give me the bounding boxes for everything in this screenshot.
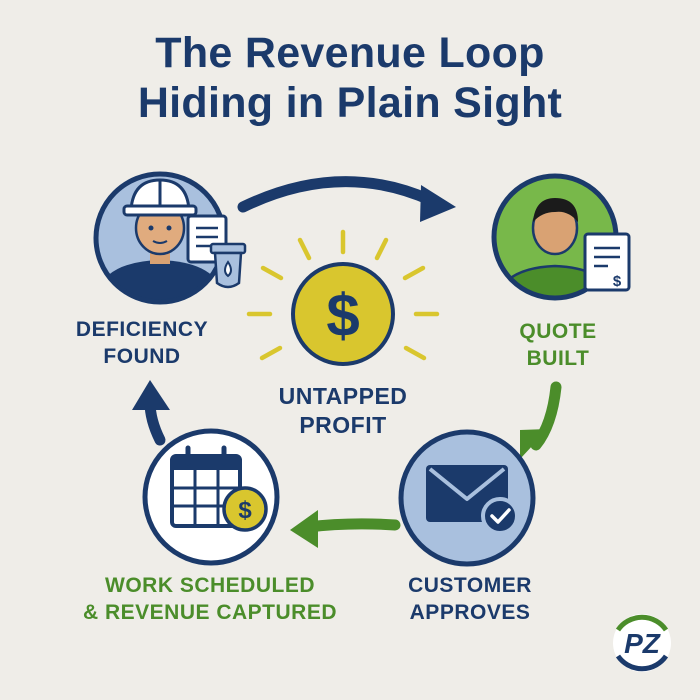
step-label-customer-approves: CUSTOMER APPROVES bbox=[408, 574, 532, 624]
person-quote-icon: $ bbox=[491, 173, 631, 301]
logo-text: PZ bbox=[624, 628, 661, 659]
pz-logo: PZ bbox=[613, 614, 671, 672]
technician-icon bbox=[93, 171, 247, 305]
page-title: The Revenue Loop Hiding in Plain Sight bbox=[0, 28, 700, 128]
calendar-coin-icon: $ bbox=[142, 428, 280, 566]
title-line-1: The Revenue Loop bbox=[155, 29, 545, 77]
gold-coin-icon: $ bbox=[291, 262, 395, 366]
coin-dollar-symbol: $ bbox=[326, 282, 359, 349]
quote-document-icon: $ bbox=[583, 232, 631, 292]
calendar-coin-dollar-symbol: $ bbox=[238, 497, 252, 524]
sun-rays bbox=[246, 229, 440, 361]
quote-dollar-symbol: $ bbox=[613, 273, 622, 290]
arrow-quote-to-approves bbox=[520, 381, 562, 459]
center-label-untapped-profit: UNTAPPED PROFIT bbox=[278, 383, 408, 438]
envelope-check-icon bbox=[398, 429, 536, 567]
step-label-quote-built: QUOTE BUILT bbox=[519, 320, 597, 370]
step-label-work-scheduled: WORK SCHEDULED & REVENUE CAPTURED bbox=[82, 574, 338, 624]
arrow-found-to-quote bbox=[237, 176, 456, 222]
sprinkler-icon bbox=[209, 242, 247, 289]
title-line-2: Hiding in Plain Sight bbox=[137, 79, 563, 127]
arrow-scheduled-to-found bbox=[132, 380, 170, 446]
arrow-approves-to-scheduled bbox=[290, 510, 401, 548]
step-label-deficiency-found: DEFICIENCY FOUND bbox=[75, 318, 209, 368]
